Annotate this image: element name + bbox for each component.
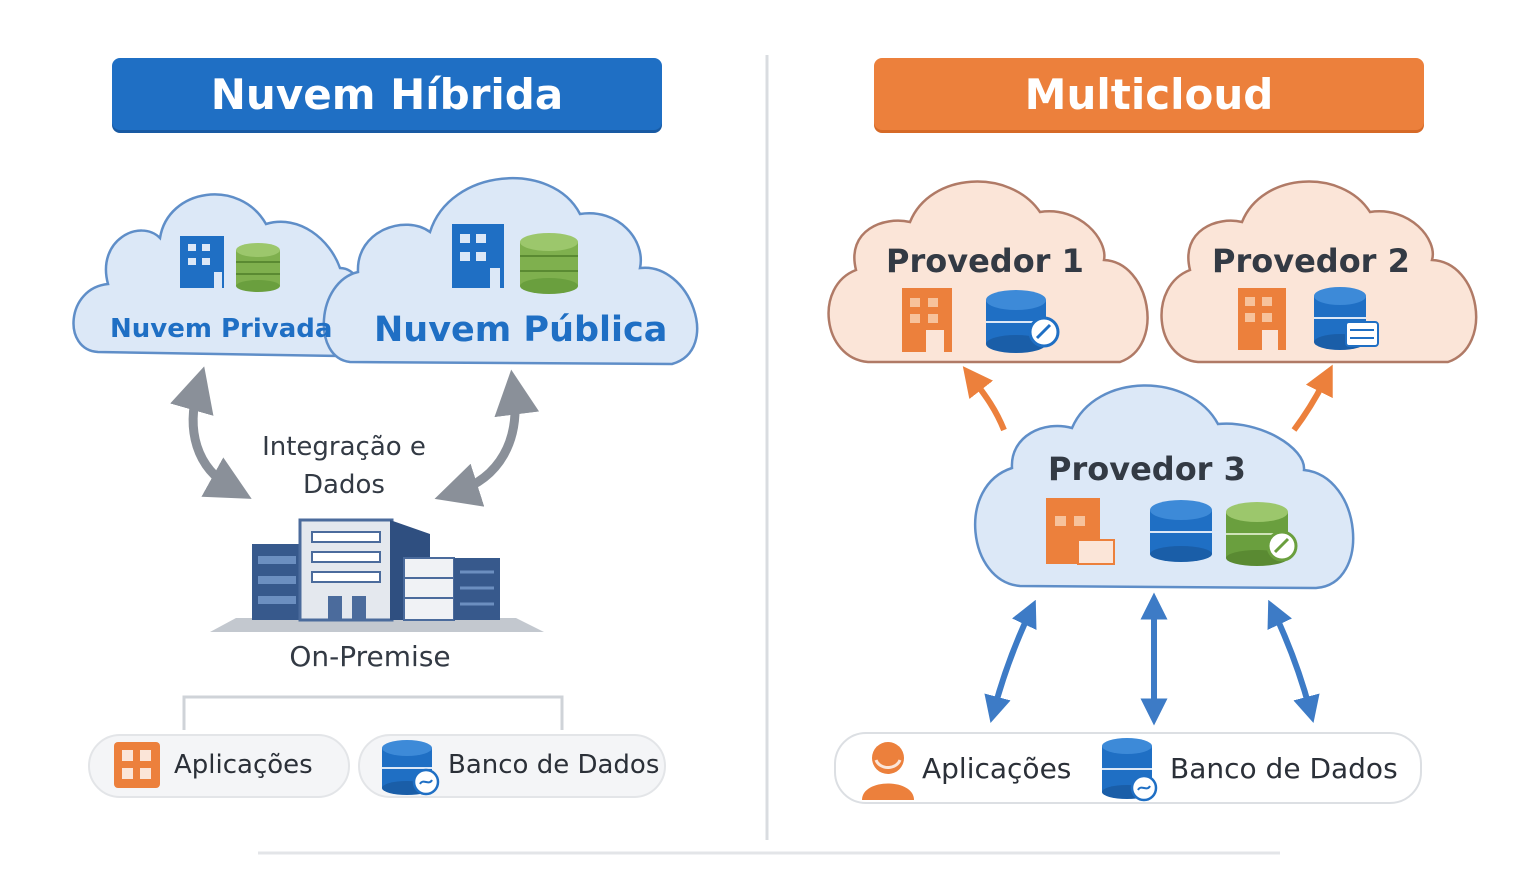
arrow-to-provider2 xyxy=(1291,364,1333,432)
apps-db-pill-right: Aplicações Banco de Dados xyxy=(834,732,1422,804)
provider2-label: Provedor 2 xyxy=(1212,242,1410,280)
database-icon-public-green xyxy=(520,233,578,294)
database-icon-private-green xyxy=(236,243,280,292)
hybrid-cloud-banner: Nuvem Híbrida xyxy=(112,58,662,130)
arrow-to-provider1 xyxy=(962,366,1007,432)
building-icon-private xyxy=(180,236,224,288)
db-label-right: Banco de Dados xyxy=(1170,752,1398,785)
apps-label-right: Aplicações xyxy=(922,752,1072,785)
provider3-label: Provedor 3 xyxy=(1048,450,1246,488)
db-label-left: Banco de Dados xyxy=(448,750,660,780)
bracket-connector xyxy=(182,695,564,730)
database-icon-right-pill xyxy=(1102,738,1158,802)
database-icon-left-pill xyxy=(382,740,440,796)
multicloud-banner: Multicloud xyxy=(874,58,1424,130)
app-icon-provider1 xyxy=(902,288,952,352)
arrow-public-onprem xyxy=(434,369,540,507)
apps-label-left: Aplicações xyxy=(174,750,313,780)
public-cloud-shape xyxy=(322,176,699,366)
database-icon-provider1 xyxy=(986,290,1060,353)
arrow-provider3-db-right xyxy=(1267,599,1320,724)
onpremise-building-icon xyxy=(210,518,544,632)
arrow-private-onprem xyxy=(170,366,252,499)
user-icon-apps-right xyxy=(862,742,914,800)
database-icon-provider3-blue xyxy=(1150,500,1212,562)
integration-label-line1: Integração e xyxy=(262,432,426,462)
provider1-label: Provedor 1 xyxy=(886,242,1084,280)
apps-pill-left: Aplicações xyxy=(88,734,350,798)
app-icon-provider2 xyxy=(1238,288,1286,350)
public-cloud-label: Nuvem Pública xyxy=(374,310,668,350)
database-icon-provider3-green xyxy=(1226,502,1298,566)
db-pill-left: Banco de Dados xyxy=(358,734,666,798)
app-icon-provider3 xyxy=(1046,498,1115,565)
apps-grid-icon xyxy=(114,742,160,788)
onpremise-label: On-Premise xyxy=(289,640,451,673)
building-icon-public xyxy=(452,224,504,288)
integration-label-line2: Dados xyxy=(303,470,385,500)
database-icon-provider2 xyxy=(1314,287,1379,350)
arrow-provider3-apps-left xyxy=(984,599,1037,724)
private-cloud-label: Nuvem Privada xyxy=(110,314,333,344)
